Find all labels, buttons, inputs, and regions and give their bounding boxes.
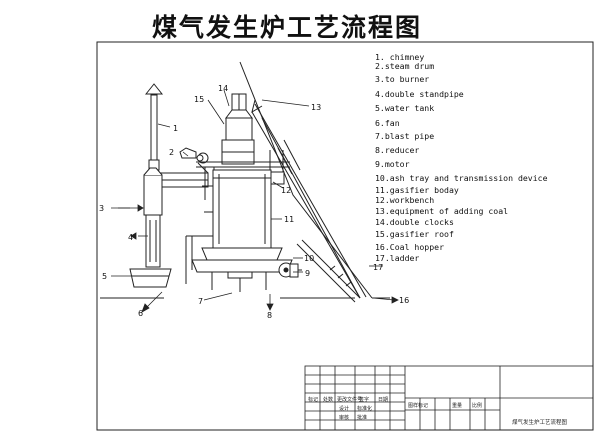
title-block	[304, 365, 594, 431]
gasifier-body	[185, 169, 272, 284]
tb-drawing-mark: 图样标记	[408, 403, 429, 409]
legend-item: 12.workbench	[375, 195, 435, 205]
legend-item: 6.fan	[375, 118, 400, 128]
tb-sign: 签字	[359, 397, 370, 403]
legend-item: 9.motor	[375, 159, 410, 169]
callout-2: 2	[169, 148, 174, 157]
water-tank	[129, 268, 172, 288]
double-clocks	[231, 93, 247, 111]
legend-item: 11.gasifier boday	[375, 185, 459, 195]
tb-drawing-name: 煤气发生炉工艺流程图	[512, 420, 568, 426]
legend-item: 7.blast pipe	[375, 131, 435, 141]
double-standpipe	[143, 167, 163, 268]
legend-item: 17.ladder	[375, 253, 420, 263]
legend-item: 4.double standpipe	[375, 89, 464, 99]
legend-item: 5.water tank	[375, 103, 435, 113]
callout-11: 11	[284, 215, 294, 224]
tb-standard: 标准化	[357, 406, 373, 412]
callout-15: 15	[194, 95, 204, 104]
tb-review: 审核	[339, 415, 350, 421]
legend-item: 10.ash tray and transmission device	[375, 173, 548, 183]
leader-lines	[111, 89, 399, 313]
drawing-border	[96, 41, 594, 431]
callout-1: 1	[173, 124, 178, 133]
tb-count: 处数	[323, 397, 334, 403]
legend-item: 2.steam drum	[375, 61, 435, 71]
tb-mark: 标记	[308, 397, 319, 403]
callout-6: 6	[138, 309, 143, 318]
callout-16: 16	[399, 296, 409, 305]
legend-item: 3.to burner	[375, 74, 430, 84]
legend-item: 16.Coal hopper	[375, 242, 445, 252]
callout-5: 5	[102, 272, 107, 281]
legend-item: 15.gasifier roof	[375, 229, 454, 239]
coal-hopper	[239, 61, 373, 299]
callout-17: 17	[373, 263, 383, 272]
callout-4: 4	[128, 233, 133, 242]
tb-weight: 重量	[452, 403, 463, 409]
tb-design: 设计	[339, 406, 350, 412]
callout-10: 10	[304, 254, 314, 263]
diagram-title: 煤气发生炉工艺流程图	[151, 13, 422, 42]
callout-7: 7	[198, 297, 203, 306]
callout-numbers: 1 2 3 4 5 6 7 8 9 10 11 12 13 14 15 16 1…	[99, 84, 409, 320]
ash-tray	[191, 247, 293, 292]
tb-scale: 比例	[472, 403, 483, 409]
callout-9: 9	[305, 269, 310, 278]
callout-8: 8	[267, 311, 272, 320]
legend-item: 8.reducer	[375, 145, 420, 155]
motor	[289, 263, 302, 278]
tb-change-file: 更改文件号	[337, 397, 363, 403]
legend-item: 14.double clocks	[375, 217, 454, 227]
legend-item: 1. chimney	[375, 52, 425, 62]
ladder	[296, 239, 361, 303]
legend-item: 13.equipment of adding coal	[375, 206, 509, 216]
tb-approve: 批准	[357, 415, 368, 421]
callout-3: 3	[99, 204, 104, 213]
chimney	[144, 83, 164, 171]
callout-13: 13	[311, 103, 321, 112]
tb-date: 日期	[378, 397, 389, 403]
callout-14: 14	[218, 84, 228, 93]
callout-12: 12	[281, 186, 291, 195]
